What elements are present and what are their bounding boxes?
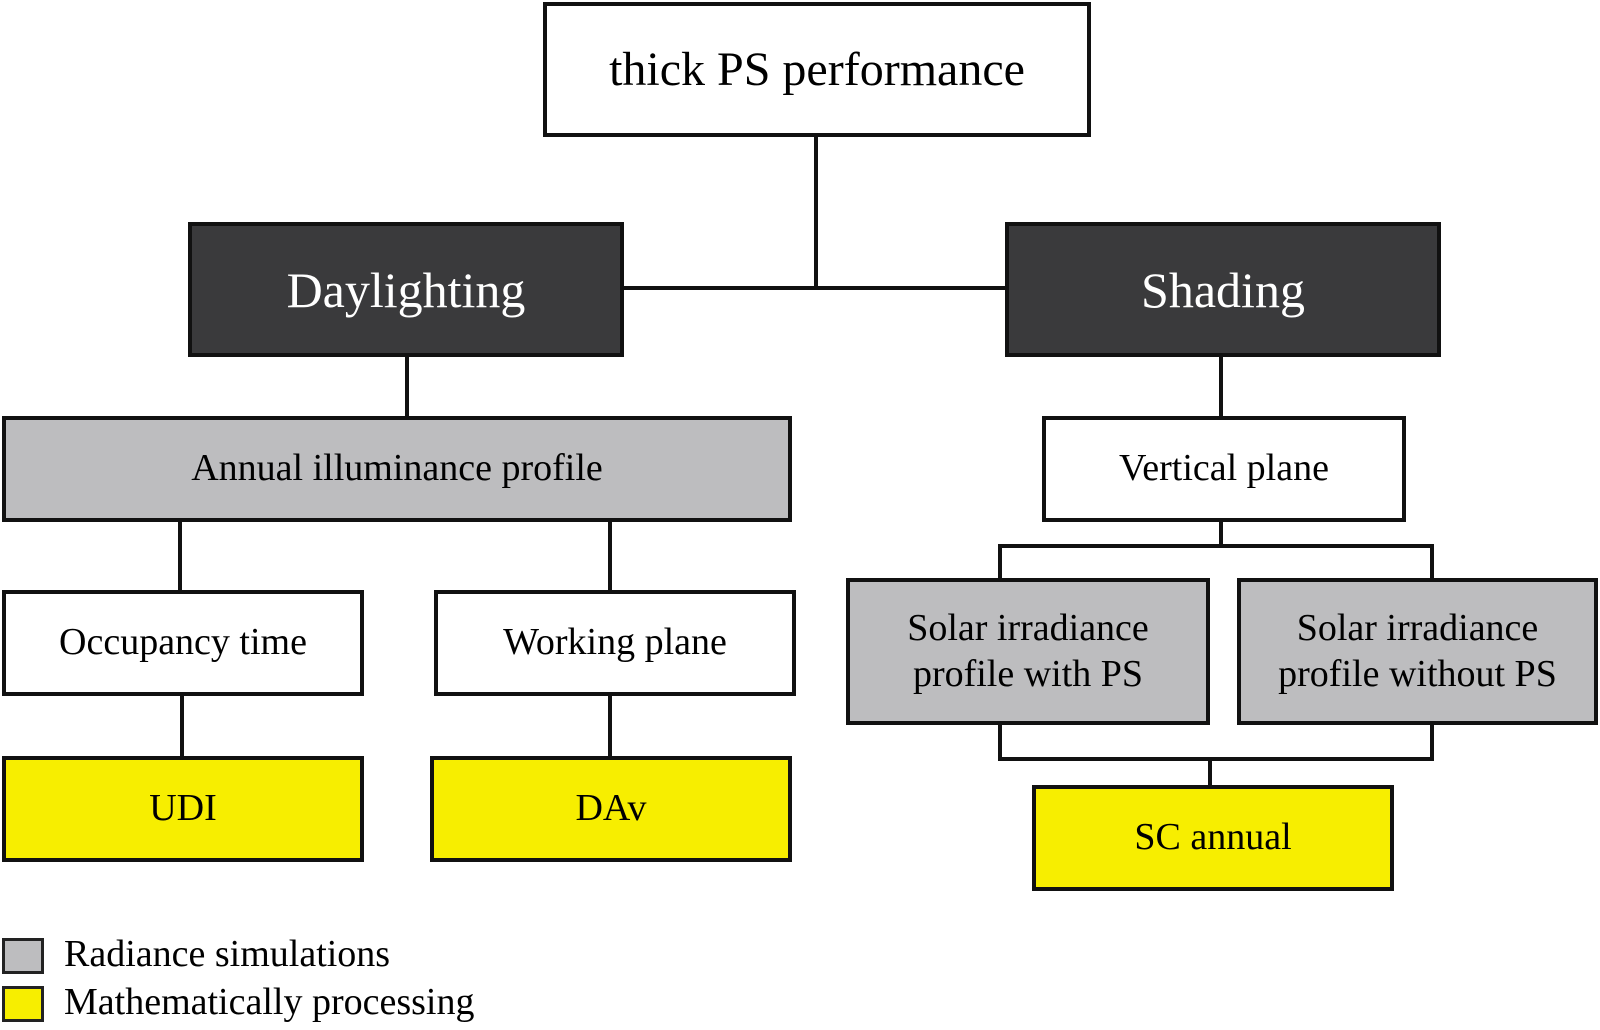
node-root-label: thick PS performance bbox=[609, 42, 1025, 96]
node-udi-label: UDI bbox=[149, 787, 217, 830]
legend-label-radiance: Radiance simulations bbox=[64, 933, 391, 975]
node-solar-with-ps-line2: profile with PS bbox=[912, 652, 1144, 695]
connector-daylighting-down bbox=[405, 356, 409, 418]
connector-occupancy-to-udi bbox=[180, 696, 184, 758]
node-dav-label: DAv bbox=[575, 787, 647, 830]
node-solar-irradiance-with-ps: Solar irradiance profile with PS bbox=[846, 578, 1210, 725]
connector-vertical-down bbox=[1219, 520, 1223, 548]
node-shading: Shading bbox=[1005, 222, 1441, 357]
node-solar-with-ps-line1: Solar irradiance bbox=[907, 606, 1149, 649]
connector-daylighting-shading bbox=[622, 286, 1008, 290]
node-occupancy-time-label: Occupancy time bbox=[59, 621, 307, 664]
connector-solar-left-down bbox=[998, 723, 1002, 761]
legend-label-math: Mathematically processing bbox=[64, 981, 475, 1023]
connector-solar-top-bar bbox=[998, 544, 1434, 548]
node-root: thick PS performance bbox=[543, 2, 1091, 137]
connector-working-to-dav bbox=[608, 696, 612, 758]
node-solar-without-ps-line1: Solar irradiance bbox=[1296, 606, 1539, 649]
node-udi: UDI bbox=[2, 756, 364, 862]
connector-solar-right-up bbox=[1430, 544, 1434, 580]
node-daylighting: Daylighting bbox=[188, 222, 624, 357]
connector-solar-bottom-bar bbox=[998, 757, 1434, 761]
node-dav: DAv bbox=[430, 756, 792, 862]
node-solar-without-ps-line2: profile without PS bbox=[1278, 652, 1557, 695]
node-annual-illuminance-profile-label: Annual illuminance profile bbox=[191, 447, 603, 490]
node-vertical-plane: Vertical plane bbox=[1042, 416, 1406, 522]
connector-solar-right-down bbox=[1430, 723, 1434, 761]
legend-swatch-math bbox=[2, 986, 44, 1022]
connector-annual-to-occupancy bbox=[178, 520, 182, 592]
connector-annual-to-working bbox=[608, 520, 612, 592]
node-sc-annual: SC annual bbox=[1032, 785, 1394, 891]
node-working-plane-label: Working plane bbox=[503, 621, 727, 664]
legend-swatch-radiance bbox=[2, 938, 44, 974]
node-sc-annual-label: SC annual bbox=[1134, 816, 1292, 859]
node-working-plane: Working plane bbox=[434, 590, 796, 696]
node-shading-label: Shading bbox=[1141, 261, 1305, 318]
connector-solar-left-up bbox=[998, 544, 1002, 580]
node-occupancy-time: Occupancy time bbox=[2, 590, 364, 696]
connector-root-down bbox=[814, 135, 818, 288]
node-solar-irradiance-without-ps: Solar irradiance profile without PS bbox=[1237, 578, 1598, 725]
node-daylighting-label: Daylighting bbox=[286, 261, 526, 318]
connector-to-sc-annual bbox=[1208, 757, 1212, 787]
node-annual-illuminance-profile: Annual illuminance profile bbox=[2, 416, 792, 522]
connector-shading-down bbox=[1219, 356, 1223, 418]
node-vertical-plane-label: Vertical plane bbox=[1119, 447, 1329, 490]
